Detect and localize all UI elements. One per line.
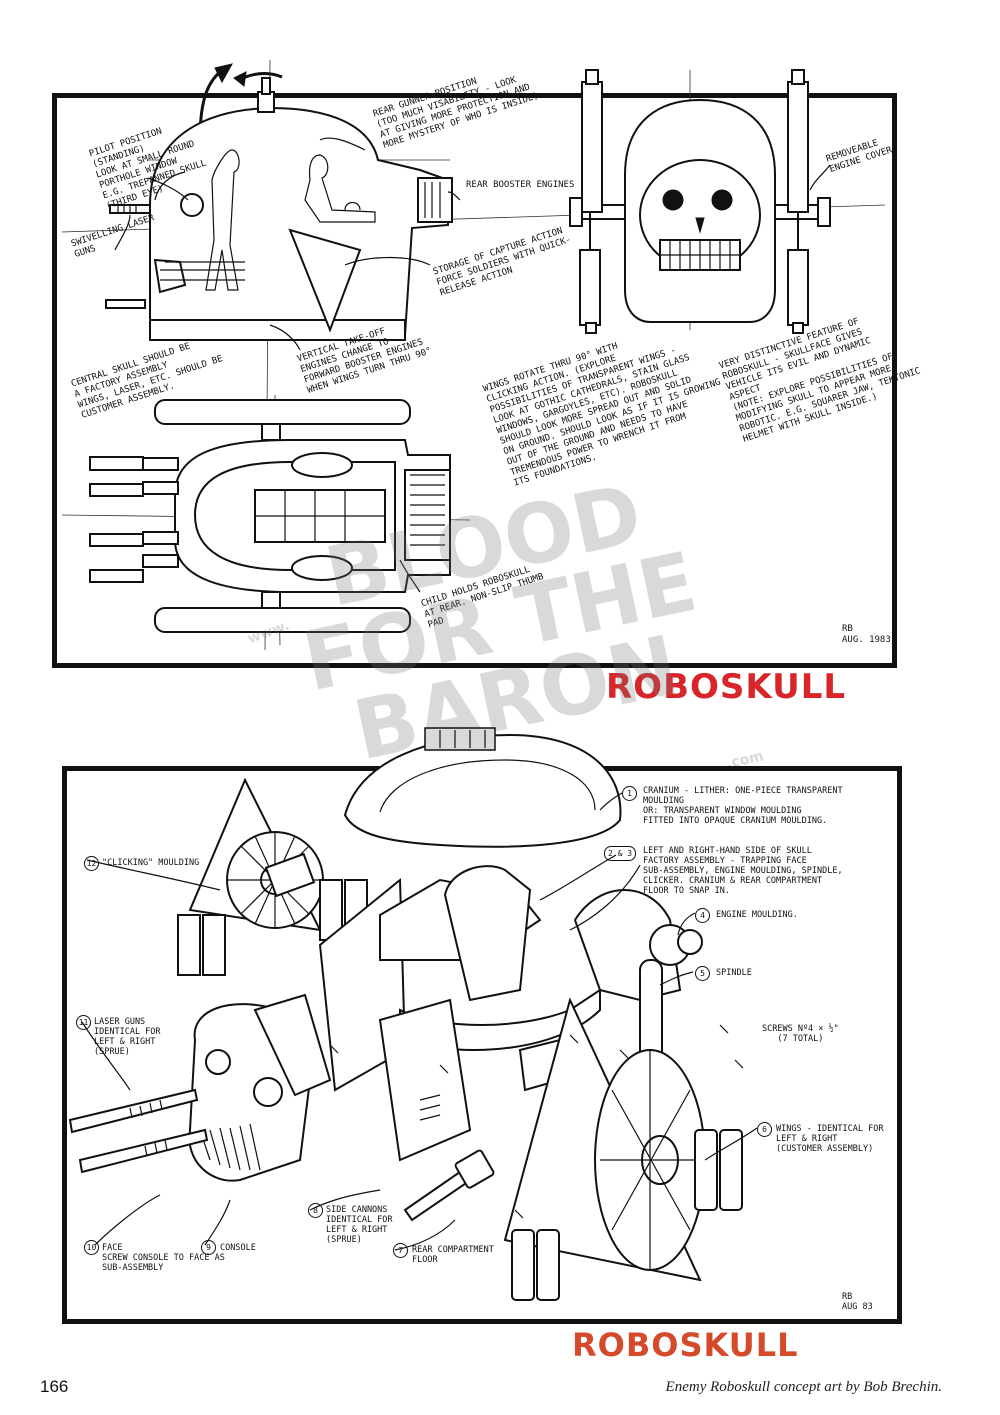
part-label-clicking-moulding: "CLICKING" MOULDING (102, 858, 200, 868)
top-title: ROBOSKULL (606, 667, 847, 707)
side-view-vehicle (105, 77, 453, 341)
part-number-7: 7 (393, 1243, 408, 1258)
part-number-5: 5 (695, 966, 710, 981)
page-number: 166 (40, 1377, 69, 1396)
part-label-cranium: CRANIUM - LITHER: ONE-PIECE TRANSPARENT … (643, 786, 843, 826)
part-number-6: 6 (757, 1122, 772, 1137)
part-number-4: 4 (695, 908, 710, 923)
bottom-signature: RB AUG 83 (842, 1292, 873, 1312)
plan-view-vehicle (89, 399, 451, 633)
figure-caption: Enemy Roboskull concept art by Bob Brech… (665, 1379, 942, 1395)
top-signature: RB AUG. 1983 (842, 624, 891, 645)
part-number-12: 12 (84, 856, 99, 871)
top-concept-drawing (61, 59, 886, 651)
part-label-spindle: SPINDLE (716, 968, 752, 978)
part-label-console: CONSOLE (220, 1243, 256, 1253)
part-label-wings: WINGS - IDENTICAL FOR LEFT & RIGHT (CUST… (776, 1124, 884, 1154)
part-label-rear-floor: REAR COMPARTMENT FLOOR (412, 1245, 494, 1265)
part-number-10: 10 (84, 1240, 99, 1255)
bottom-title: ROBOSKULL (572, 1326, 799, 1364)
part-number-8: 8 (308, 1203, 323, 1218)
part-label-screws: SCREWS Nº4 × ½" (7 TOTAL) (762, 1024, 839, 1044)
part-number-11: 11 (76, 1015, 91, 1030)
part-label-laser-guns: LASER GUNS IDENTICAL FOR LEFT & RIGHT (S… (94, 1017, 161, 1057)
note-rear-booster: REAR BOOSTER ENGINES (466, 180, 575, 190)
part-label-face: FACE SCREW CONSOLE TO FACE AS SUB-ASSEMB… (102, 1243, 225, 1273)
part-number-1: 1 (622, 786, 637, 801)
part-label-engine-moulding: ENGINE MOULDING. (716, 910, 798, 920)
part-number-9: 9 (201, 1240, 216, 1255)
part-label-skull-sides: LEFT AND RIGHT-HAND SIDE OF SKULL FACTOR… (643, 846, 843, 896)
part-number-2-3: 2 & 3 (604, 846, 636, 861)
front-view-vehicle (569, 69, 831, 334)
part-label-side-cannons: SIDE CANNONS IDENTICAL FOR LEFT & RIGHT … (326, 1205, 393, 1245)
